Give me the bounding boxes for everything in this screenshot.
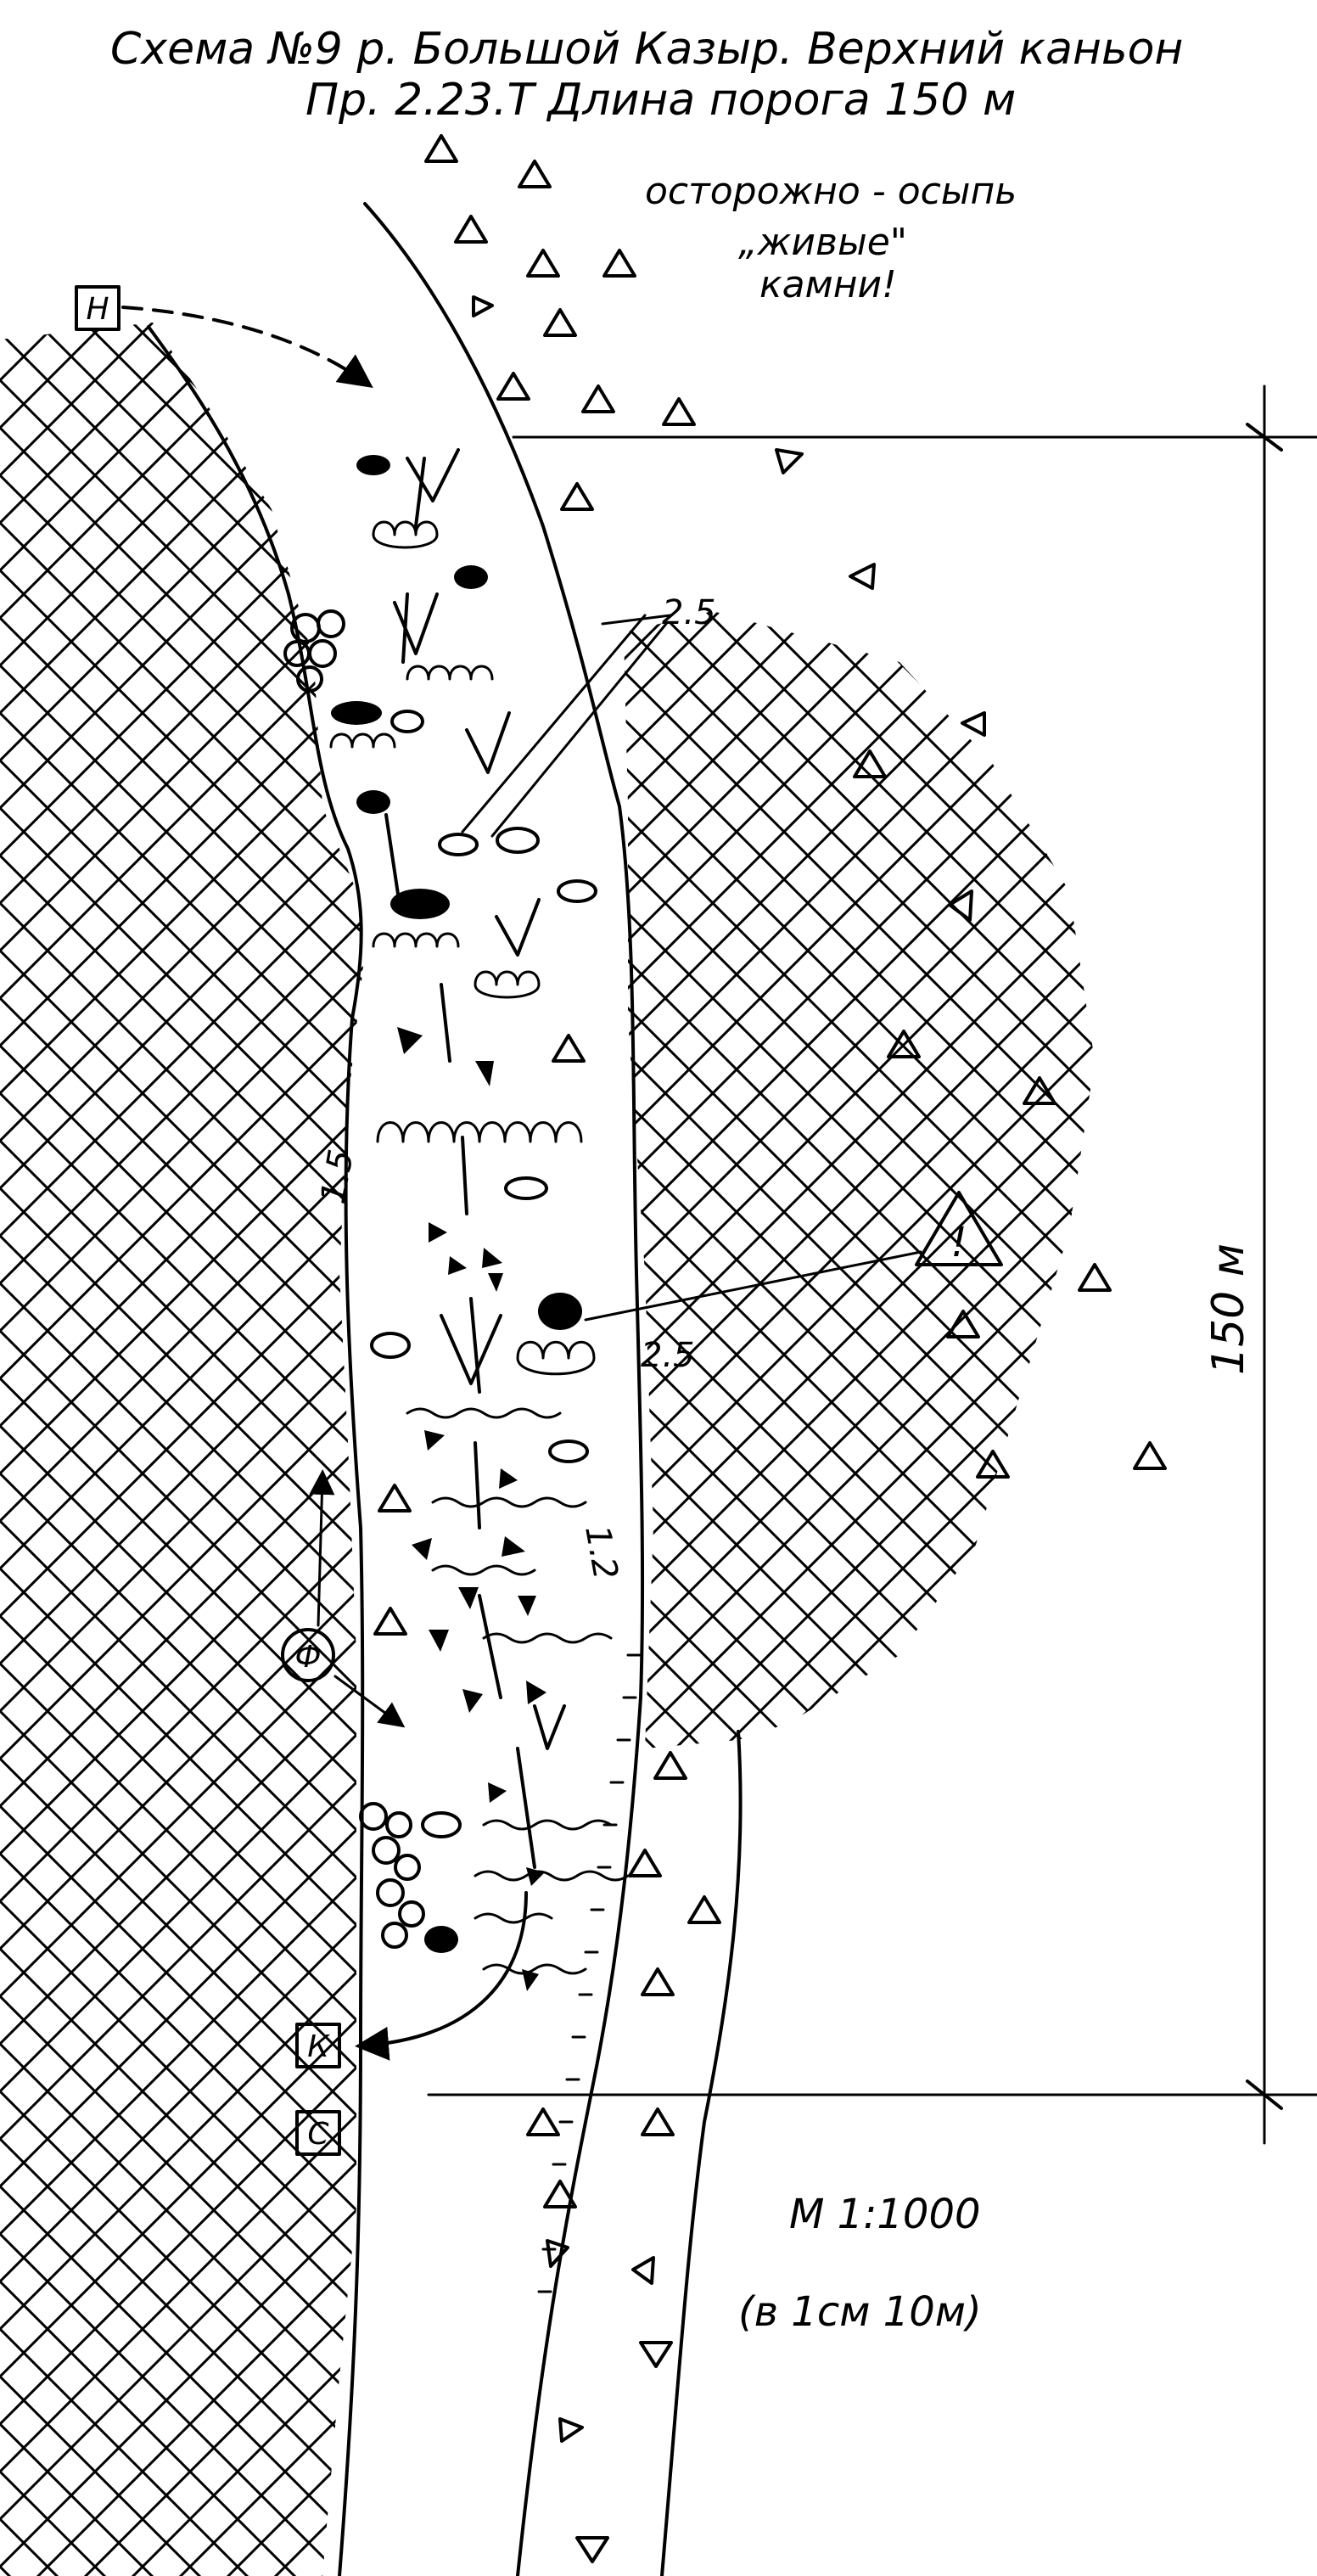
scree-boundary (660, 1730, 743, 2576)
route-to-end (355, 1891, 528, 2061)
standing-wave-v-1 (406, 448, 460, 502)
boulder-white-1 (390, 710, 424, 733)
danger-pointer (584, 1250, 922, 1322)
barrel-2 (406, 665, 494, 681)
boulder-black-7 (424, 1926, 458, 1953)
right-cliff-hatch (624, 611, 1095, 1748)
boulder-white-5 (504, 1176, 548, 1200)
safety-marker-box (295, 2110, 341, 2156)
boulder-white-2 (438, 833, 479, 856)
riverbed-rocks (397, 1027, 546, 1991)
warning-note-line1: осторожно - осыпь (645, 170, 1017, 213)
photo-marker-circle (281, 1628, 335, 1682)
photo-direction-up (309, 1469, 335, 1627)
river-left-bank (147, 325, 365, 2576)
barrel-7 (516, 1340, 596, 1376)
wave-line-6 (474, 1870, 630, 1882)
boulder-black-1 (356, 455, 390, 475)
drop-mid-label: 2.5 (641, 1336, 695, 1375)
drop-top-pointer-2 (490, 622, 668, 838)
photo-marker-label: Ф (295, 1640, 322, 1675)
barrel-3 (329, 732, 396, 749)
barrel-1 (372, 520, 439, 549)
boulder-black-3 (331, 701, 382, 725)
boulder-white-4 (557, 879, 597, 903)
warning-note-line2: „живые" (738, 221, 907, 264)
boulder-white-8 (421, 1811, 462, 1838)
standing-wave-v-5 (440, 1314, 502, 1385)
end-marker-label: К (307, 2029, 330, 2064)
left-cliff-hatch (0, 323, 365, 2576)
start-marker-label: Н (86, 292, 109, 327)
barrel-5 (474, 970, 541, 999)
dimension-tick-top (1246, 423, 1283, 452)
wave-line-3 (431, 1564, 536, 1576)
barrel-6 (376, 1121, 583, 1143)
scree-stones (373, 134, 1167, 2563)
boulder-white-7 (548, 1440, 589, 1463)
boulder-black-4 (356, 790, 390, 814)
boulder-white-3 (496, 827, 540, 854)
wave-line-5 (482, 1819, 613, 1831)
start-route-arrow (121, 306, 373, 388)
barrel-4 (372, 932, 460, 948)
standing-wave-v-2 (393, 592, 439, 655)
drop-top-tick (601, 614, 672, 626)
bank-boulder-cluster-bottom (359, 1802, 425, 1949)
warning-note-line3: камни! (759, 263, 897, 306)
main-route-line (384, 457, 536, 1869)
end-marker-box (295, 2023, 341, 2068)
width-mid-label: 1.2 (577, 1523, 625, 1583)
scree-bank-ticks (537, 1653, 642, 2293)
scheme-subtitle: Пр. 2.23.Т Длина порога 150 м (305, 75, 1016, 126)
dimension-tick-bottom (1246, 2079, 1283, 2110)
standing-wave-v-3 (465, 711, 511, 774)
wave-line-1 (406, 1407, 562, 1419)
photo-direction-down (333, 1675, 406, 1728)
boulder-white-6 (370, 1332, 411, 1359)
safety-marker-label: С (307, 2117, 329, 2152)
scale-note: (в 1см 10м) (738, 2288, 982, 2336)
drop-top-label: 2.5 (662, 593, 716, 632)
standing-wave-v-4 (495, 898, 541, 957)
wave-line-7 (474, 1912, 553, 1924)
standing-wave-v-6 (533, 1704, 566, 1750)
danger-triangle-label: ! (950, 1219, 967, 1266)
scale-ratio: М 1:1000 (789, 2191, 981, 2238)
bank-boulder-cluster-top (283, 609, 345, 693)
drop-top-pointer (461, 614, 647, 833)
wave-line-8 (482, 1963, 587, 1975)
start-marker-box (75, 285, 120, 331)
scheme-title: Схема №9 р. Большой Казыр. Верхний каньо… (110, 24, 1183, 75)
boulder-black-5 (390, 889, 450, 919)
wave-line-4 (482, 1632, 613, 1644)
rapid-length-label: 150 м (1203, 1243, 1254, 1375)
width-left-label: 1.5 (314, 1147, 361, 1207)
danger-triangle-icon (915, 1191, 1003, 1266)
river-right-bank (363, 202, 645, 2576)
boulder-black-2 (454, 565, 488, 589)
boulder-black-6 (538, 1293, 582, 1330)
wave-line-2 (431, 1496, 587, 1508)
